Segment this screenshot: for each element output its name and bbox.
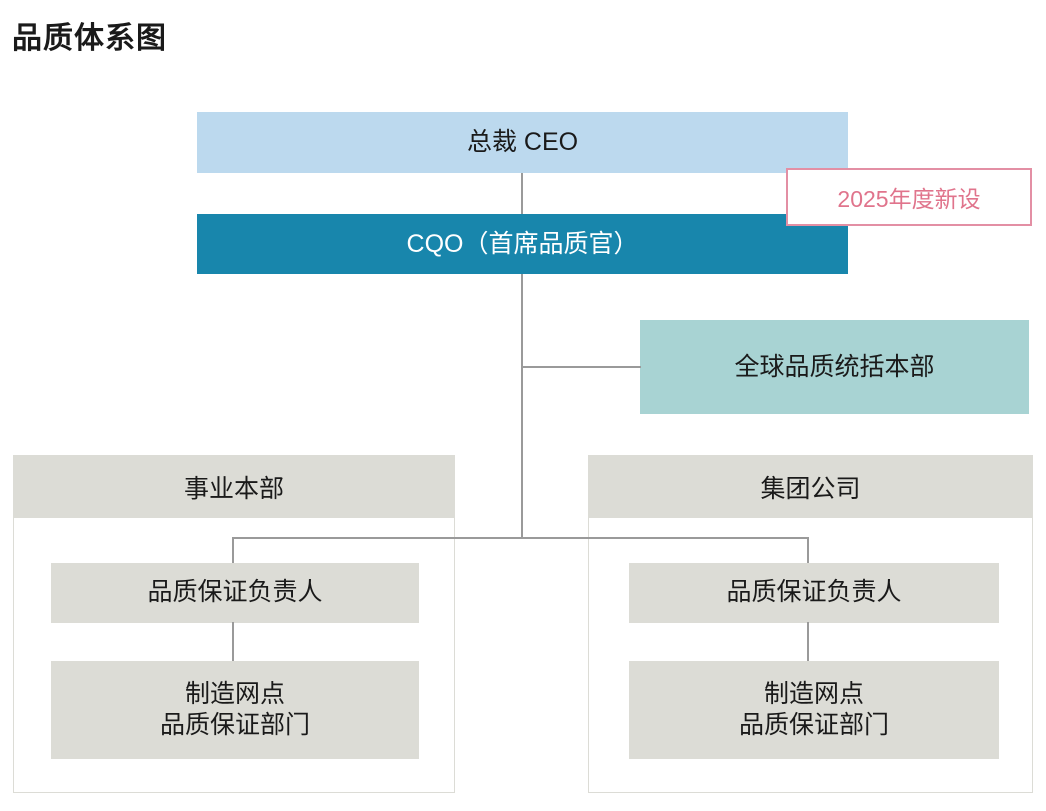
node-qa-manager-business-division[interactable]: 品质保证负责人 — [51, 563, 419, 623]
node-cqo[interactable]: CQO（首席品质官） — [197, 214, 848, 274]
node-manufacturing-site-business-division[interactable]: 制造网点 品质保证部门 — [51, 661, 419, 759]
page-title: 品质体系图 — [12, 22, 167, 55]
connector-split-bar — [232, 537, 809, 539]
panel-business-division: 事业本部 品质保证负责人 制造网点 品质保证部门 — [13, 455, 455, 793]
panel-group-company: 集团公司 品质保证负责人 制造网点 品质保证部门 — [588, 455, 1033, 793]
connector-drop-business — [232, 537, 234, 563]
group-header-business-division[interactable]: 事业本部 — [14, 456, 454, 518]
connector-qa-to-site-right — [807, 622, 809, 661]
connector-ceo-to-cqo — [521, 173, 523, 214]
connector-cqo-trunk — [521, 274, 523, 539]
annotation-new-2025: 2025年度新设 — [786, 168, 1032, 226]
node-global-quality-hq[interactable]: 全球品质统括本部 — [640, 320, 1029, 414]
node-ceo[interactable]: 总裁 CEO — [197, 112, 848, 173]
connector-qa-to-site-left — [232, 622, 234, 661]
group-header-group-company[interactable]: 集团公司 — [589, 456, 1032, 518]
node-qa-manager-group-company[interactable]: 品质保证负责人 — [629, 563, 999, 623]
connector-drop-group-company — [807, 537, 809, 563]
node-manufacturing-site-group-company[interactable]: 制造网点 品质保证部门 — [629, 661, 999, 759]
connector-cqo-to-global-hq — [521, 366, 641, 368]
